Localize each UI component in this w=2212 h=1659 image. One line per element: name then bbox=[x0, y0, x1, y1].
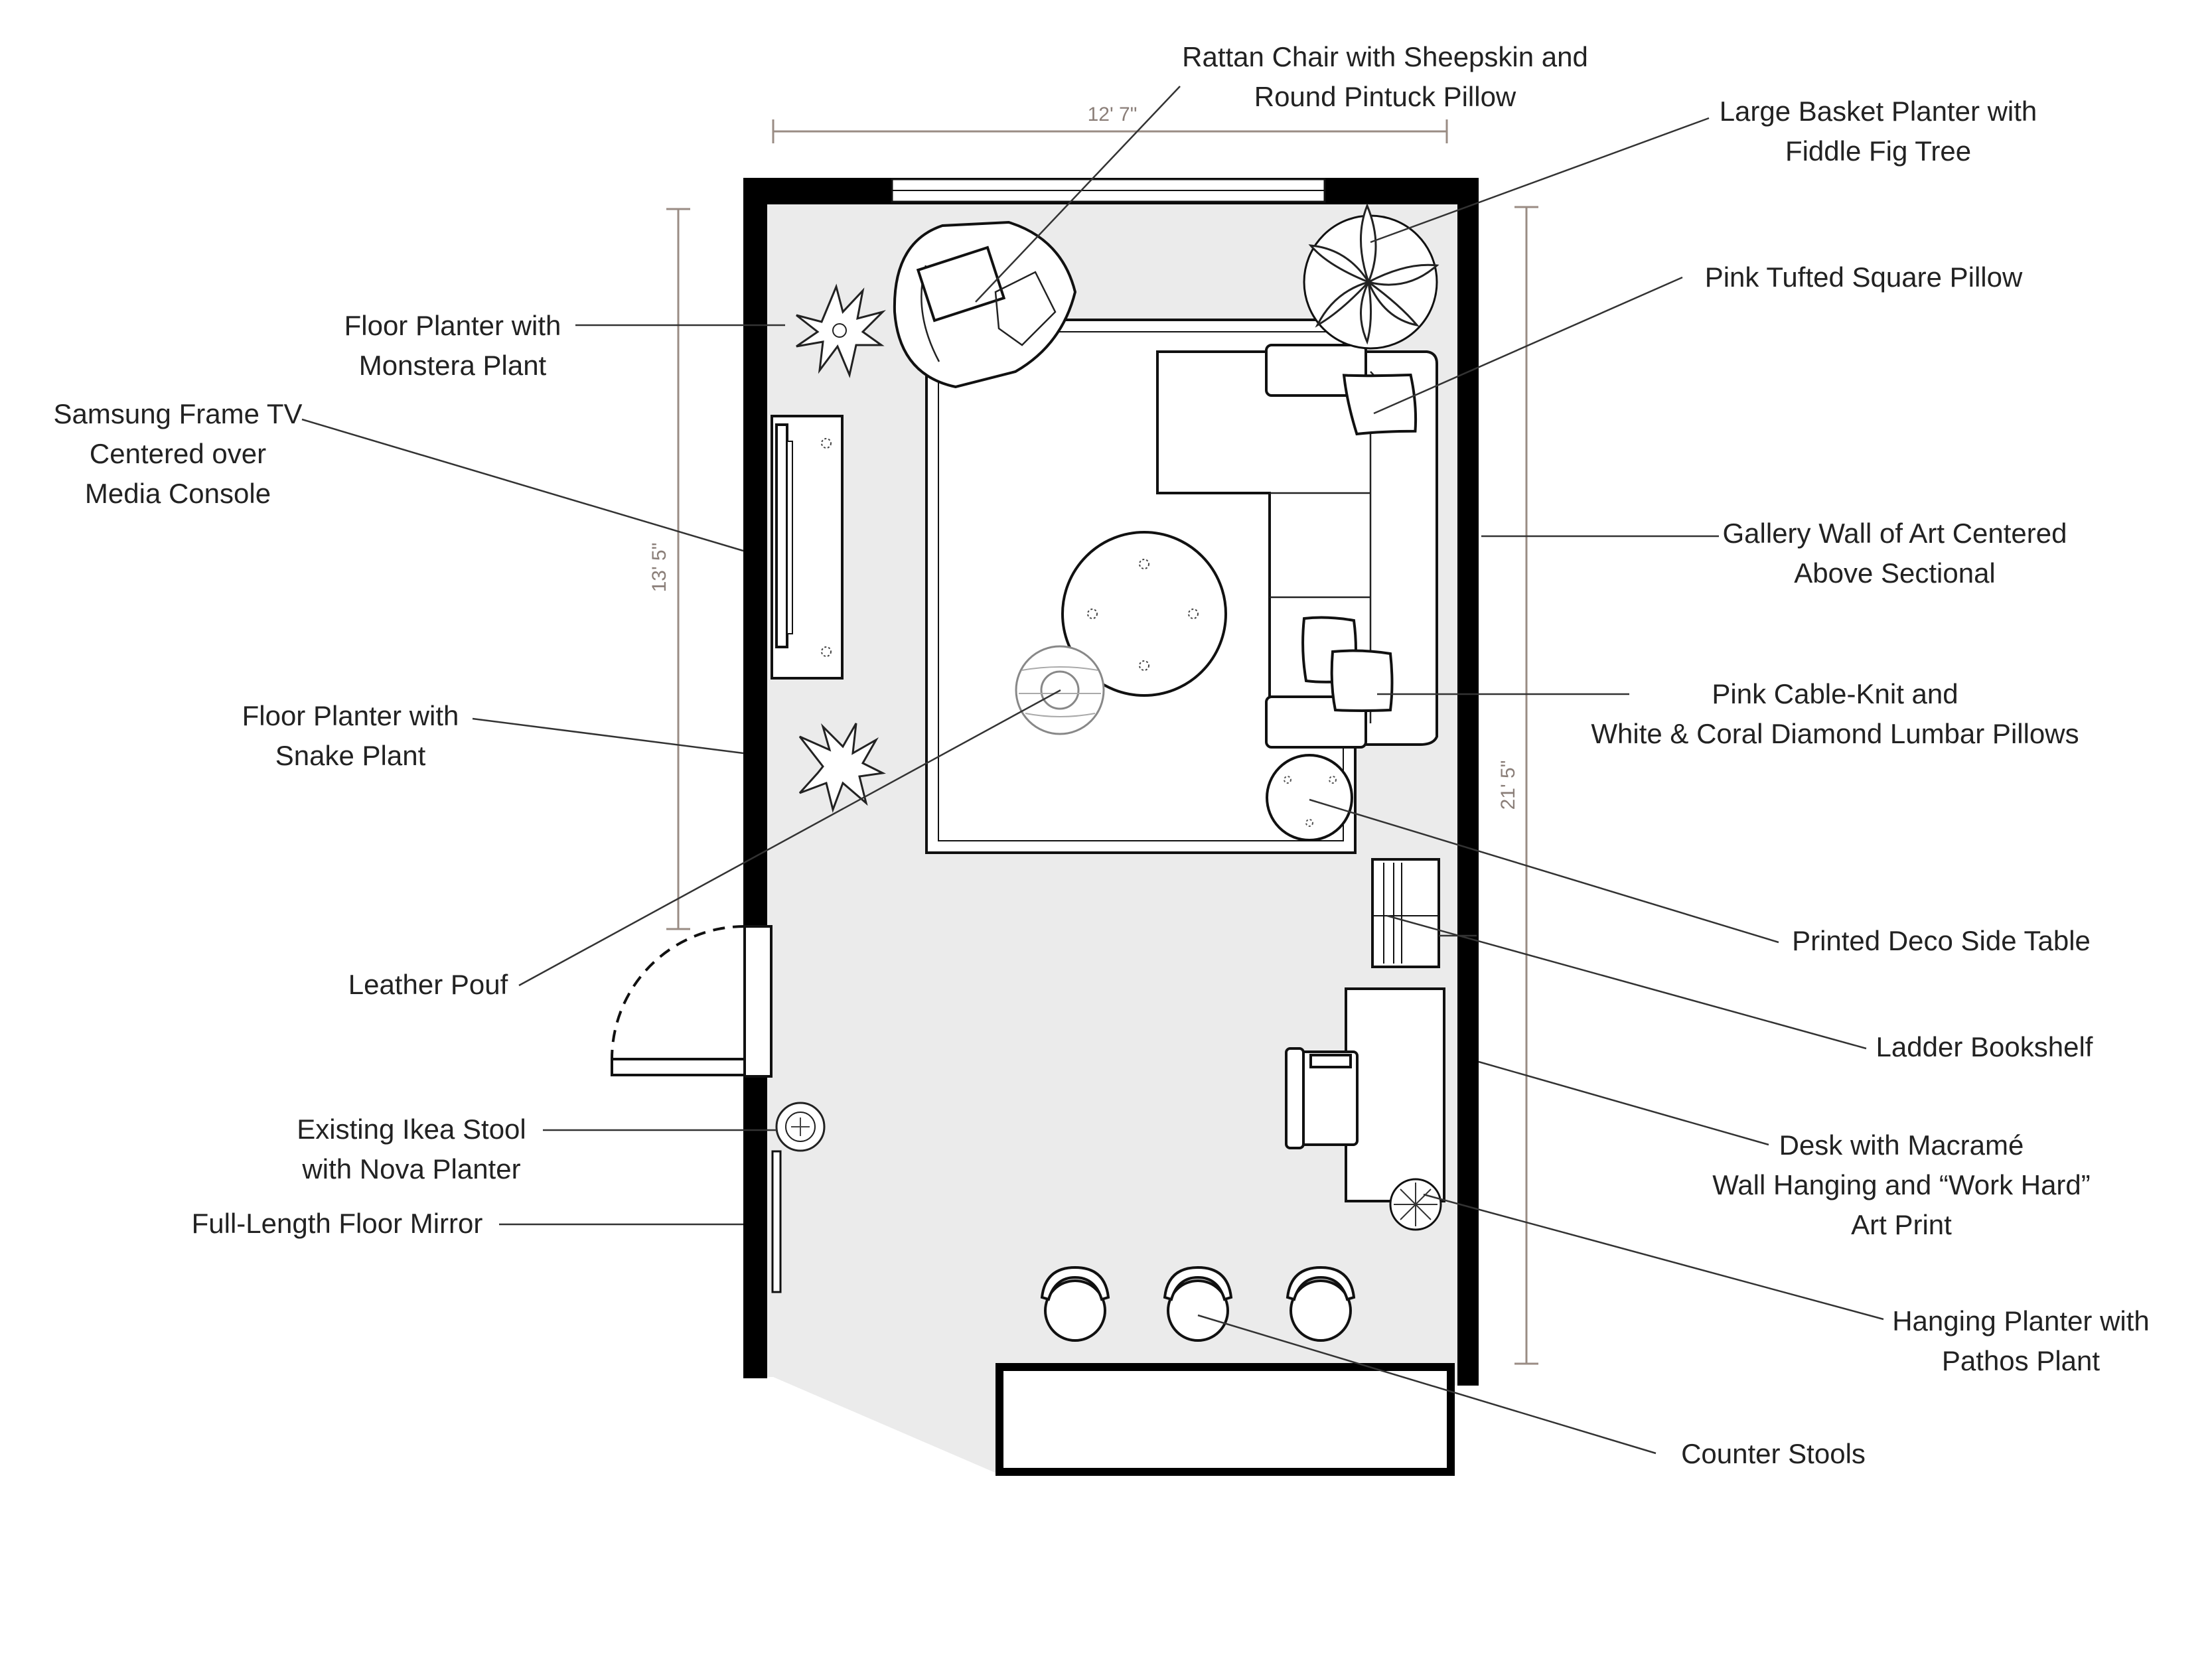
label-leather-pouf: Leather Pouf bbox=[348, 969, 508, 1000]
dimension-right-height: 21' 5" bbox=[1497, 206, 1538, 1365]
svg-text:Floor Planter with: Floor Planter with bbox=[242, 700, 459, 731]
monstera-plant bbox=[796, 283, 886, 378]
deco-side-table bbox=[1266, 754, 1353, 841]
label-floor-mirror: Full-Length Floor Mirror bbox=[192, 1208, 483, 1239]
dimension-width-label: 12' 7" bbox=[1088, 104, 1138, 125]
label-hanging-planter: Hanging Planter with Pathos Plant bbox=[1892, 1305, 2150, 1376]
svg-text:with Nova Planter: with Nova Planter bbox=[301, 1153, 520, 1185]
svg-text:Large Basket Planter with: Large Basket Planter with bbox=[1720, 96, 2037, 127]
label-pink-tufted-pillow: Pink Tufted Square Pillow bbox=[1705, 261, 2023, 293]
ladder-bookshelf bbox=[1371, 858, 1440, 968]
svg-text:Centered over: Centered over bbox=[90, 438, 266, 469]
label-snake-planter: Floor Planter with Snake Plant bbox=[242, 700, 459, 771]
ikea-stool bbox=[775, 1102, 826, 1152]
svg-text:Fiddle Fig Tree: Fiddle Fig Tree bbox=[1785, 135, 1971, 167]
svg-text:Printed Deco Side Table: Printed Deco Side Table bbox=[1792, 925, 2091, 956]
pink-tufted-pillow bbox=[1342, 373, 1418, 436]
dimension-right-height-label: 21' 5" bbox=[1497, 760, 1519, 810]
desk bbox=[1345, 987, 1445, 1202]
label-monstera-planter: Floor Planter with Monstera Plant bbox=[344, 310, 561, 381]
svg-text:Pink Tufted Square Pillow: Pink Tufted Square Pillow bbox=[1705, 261, 2023, 293]
lumbar-pillows bbox=[1301, 616, 1394, 712]
svg-text:Full-Length Floor Mirror: Full-Length Floor Mirror bbox=[192, 1208, 483, 1239]
floor-mirror bbox=[771, 1150, 782, 1293]
svg-text:Desk with Macramé: Desk with Macramé bbox=[1779, 1129, 2024, 1161]
svg-text:Hanging Planter with: Hanging Planter with bbox=[1892, 1305, 2150, 1336]
svg-text:Snake Plant: Snake Plant bbox=[275, 740, 426, 771]
kitchen-counter bbox=[995, 1363, 1455, 1476]
label-ikea-stool: Existing Ikea Stool with Nova Planter bbox=[297, 1114, 526, 1185]
hanging-planter bbox=[1389, 1178, 1442, 1231]
svg-text:Rattan Chair with Sheepskin an: Rattan Chair with Sheepskin and bbox=[1182, 41, 1588, 72]
label-desk: Desk with Macramé Wall Hanging and “Work… bbox=[1712, 1129, 2091, 1240]
svg-text:Gallery Wall of Art Centered: Gallery Wall of Art Centered bbox=[1723, 518, 2067, 549]
svg-text:Ladder Bookshelf: Ladder Bookshelf bbox=[1876, 1031, 2093, 1062]
svg-text:Existing Ikea Stool: Existing Ikea Stool bbox=[297, 1114, 526, 1145]
snake-plant bbox=[798, 723, 886, 814]
label-basket-planter: Large Basket Planter with Fiddle Fig Tre… bbox=[1720, 96, 2037, 167]
svg-text:Leather Pouf: Leather Pouf bbox=[348, 969, 508, 1000]
window bbox=[891, 178, 1326, 203]
desk-chair bbox=[1285, 1047, 1359, 1149]
svg-text:Samsung Frame TV: Samsung Frame TV bbox=[53, 398, 302, 429]
room-walls bbox=[743, 178, 1479, 1386]
svg-text:Round Pintuck Pillow: Round Pintuck Pillow bbox=[1254, 81, 1516, 112]
rattan-chair bbox=[893, 220, 1077, 389]
svg-text:Counter Stools: Counter Stools bbox=[1681, 1438, 1866, 1469]
label-ladder-bookshelf: Ladder Bookshelf bbox=[1876, 1031, 2093, 1062]
dimension-width: 12' 7" bbox=[772, 104, 1448, 143]
entry-door bbox=[611, 925, 773, 1078]
leader-lines bbox=[301, 86, 1884, 1455]
svg-text:Monstera Plant: Monstera Plant bbox=[359, 350, 547, 381]
label-gallery-wall: Gallery Wall of Art Centered Above Secti… bbox=[1723, 518, 2067, 589]
media-console bbox=[771, 415, 844, 680]
counter-stools bbox=[1040, 1265, 1356, 1342]
label-rattan-chair: Rattan Chair with Sheepskin and Round Pi… bbox=[1182, 41, 1588, 112]
label-samsung-tv: Samsung Frame TV Centered over Media Con… bbox=[53, 398, 302, 509]
dimension-left-height-label: 13' 5" bbox=[648, 543, 670, 593]
dimension-left-height: 13' 5" bbox=[648, 208, 690, 930]
svg-text:Pathos Plant: Pathos Plant bbox=[1942, 1345, 2100, 1376]
label-deco-side-table: Printed Deco Side Table bbox=[1792, 925, 2091, 956]
svg-text:Floor Planter with: Floor Planter with bbox=[344, 310, 561, 341]
svg-text:White & Coral Diamond Lumbar P: White & Coral Diamond Lumbar Pillows bbox=[1591, 718, 2079, 749]
label-lumbar-pillows: Pink Cable-Knit and White & Coral Diamon… bbox=[1591, 678, 2079, 749]
coffee-table bbox=[1061, 531, 1227, 697]
svg-text:Above Sectional: Above Sectional bbox=[1794, 557, 1996, 589]
svg-text:Wall Hanging and “Work Hard”: Wall Hanging and “Work Hard” bbox=[1712, 1169, 2091, 1200]
svg-text:Art Print: Art Print bbox=[1851, 1209, 1952, 1240]
fiddle-fig-tree bbox=[1303, 203, 1439, 350]
label-counter-stools: Counter Stools bbox=[1681, 1438, 1866, 1469]
svg-text:Pink Cable-Knit and: Pink Cable-Knit and bbox=[1712, 678, 1958, 709]
svg-text:Media Console: Media Console bbox=[85, 478, 271, 509]
